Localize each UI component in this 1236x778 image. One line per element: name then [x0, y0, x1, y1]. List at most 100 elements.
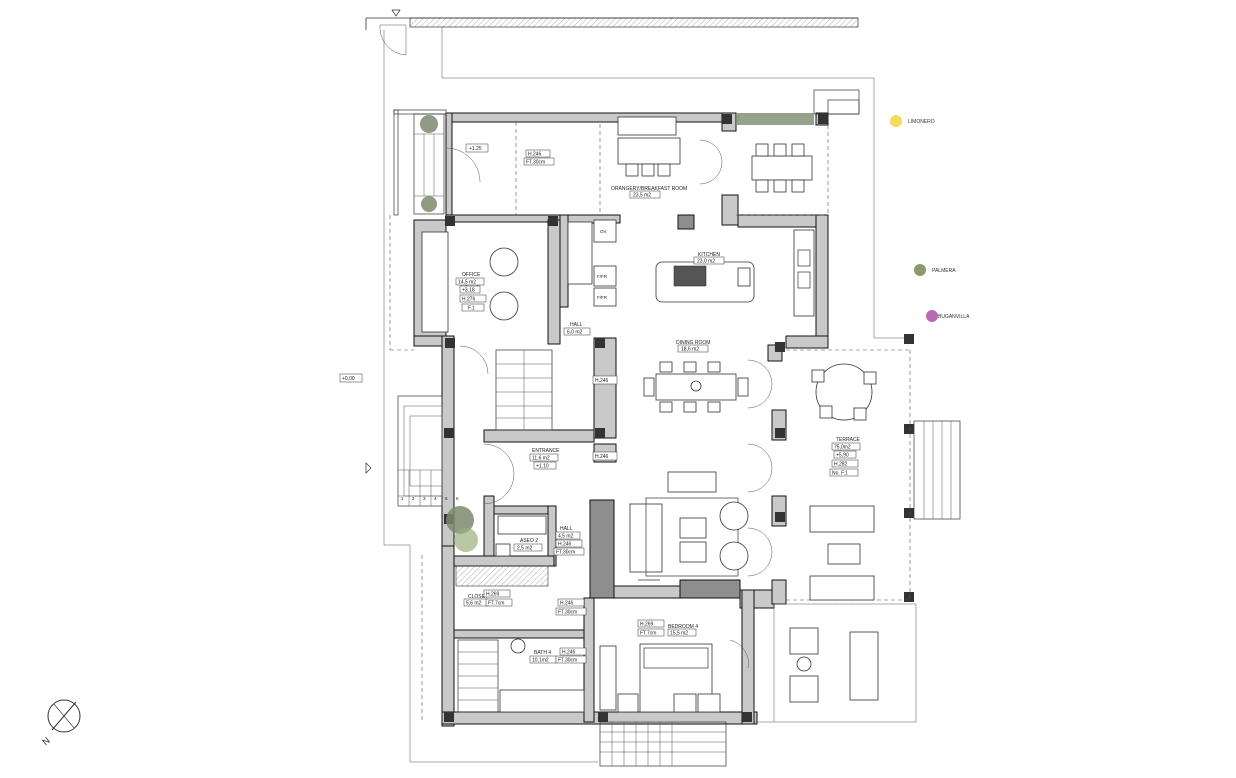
terrace-floor: No. F.1 [832, 471, 848, 477]
steps-west: 1 2 3 4 5 6 [397, 395, 459, 507]
palm-icon [914, 264, 926, 276]
orangery-height: H.246 [528, 152, 542, 158]
aseo-height: H.246 [558, 542, 572, 548]
steps-south [599, 721, 727, 767]
room-label-bath: BATH 4 10,1m2 H.246 FT.30cm [529, 647, 587, 664]
closet-name: CLOSET [468, 594, 488, 600]
bedroom-area: 15,5 m2 [670, 631, 688, 637]
entrance-area: 11,6 m2 [532, 456, 550, 462]
living-height: H.246 [595, 454, 609, 460]
hall-lower-name: HALL [560, 526, 573, 532]
oven-label: OV [600, 229, 607, 234]
bedroom-height: H.269 [640, 622, 654, 628]
exterior-walls [393, 109, 829, 727]
fridge-label-1: F/FR [597, 274, 608, 279]
office-floor: F.1 [468, 306, 475, 312]
bougainvillea-icon [926, 310, 938, 322]
door-swings [445, 139, 773, 669]
dining-name: DINING ROOM [676, 340, 710, 346]
office-level: +3.18 [462, 288, 475, 294]
north-label: N [40, 735, 51, 747]
closet-area: 5,6 m2 [466, 601, 482, 607]
orangery-floor: FT.30cm [526, 160, 545, 166]
room-label-bedroom: H.269 FT.7cm BEDROOM 4 15,5 m2 [637, 619, 698, 637]
room-label-hall-lower: HALL 4,5 m2 [555, 526, 581, 540]
site-outline [365, 9, 904, 763]
bath-height: H.246 [562, 650, 576, 656]
aseo-floor: FT.30cm [556, 550, 575, 556]
hall-upper-area: 6,0 m2 [567, 330, 583, 336]
palm-tree-icon [421, 196, 437, 212]
bedroom-floor: FT.7cm [640, 631, 656, 637]
step-number-3: 3 [423, 496, 426, 501]
office-name: OFFICE [462, 272, 481, 278]
site-level: +0,00 [342, 376, 355, 382]
closet-hall-floor: FT.30cm [558, 610, 577, 616]
room-label-terrace: TERRACE 75,0m2 +5,90 H.282 No. F.1 [829, 437, 861, 477]
dining-height: H.246 [595, 378, 609, 384]
room-label-dining: DINING ROOM 18,6 m2 H.246 [592, 340, 710, 385]
bedroom-name: BEDROOM 4 [668, 624, 698, 630]
step-number-2: 2 [412, 496, 415, 501]
aseo-name: ASEO 2 [520, 538, 538, 544]
hedge-north [736, 113, 814, 125]
hall-lower-area: 4,5 m2 [558, 534, 574, 540]
step-number-4: 4 [434, 496, 437, 501]
living-furniture [629, 471, 749, 581]
step-number-1: 1 [401, 496, 404, 501]
west-planters [413, 113, 445, 215]
steps-terrace-east [913, 420, 961, 520]
bougainvillea-icon [454, 528, 478, 552]
lemon-tree-icon [890, 115, 902, 127]
palm-tree-icon [420, 115, 438, 133]
bedroom-furniture [599, 643, 721, 713]
north-arrow: N [40, 699, 81, 747]
office-height: H.276 [462, 297, 476, 303]
fridge-label-2: F/FR [597, 295, 608, 300]
hall-upper-name: HALL [570, 322, 583, 328]
step-number-6: 6 [456, 496, 459, 501]
tree-cluster [446, 506, 478, 552]
interior-staircase [457, 349, 553, 713]
terrace-area: 75,0m2 [834, 445, 851, 451]
office-furniture [421, 231, 519, 333]
orangery-area: 23,5 m2 [633, 193, 651, 199]
room-label-hall-upper: HALL 6,0 m2 [563, 322, 591, 336]
closet-height: H.269 [486, 592, 500, 598]
plant-legend: LIMONERO PALMERA BUGANVILLA [890, 115, 970, 322]
room-label-entrance: ENTRANCE 11,6 m2 +1.10 [529, 448, 560, 470]
legend-label-0: LIMONERO [908, 119, 935, 125]
closet-floor: FT.7cm [488, 601, 504, 607]
bath-furniture [455, 515, 585, 713]
kitchen-furniture: OV F/FR F/FR [567, 219, 815, 317]
bath-name: BATH 4 [534, 650, 551, 656]
entrance-level: +1.10 [536, 464, 549, 470]
legend-label-2: BUGANVILLA [938, 314, 970, 320]
room-label-living: H.246 [592, 451, 618, 461]
entrance-name: ENTRANCE [532, 448, 560, 454]
terrace-height: H.282 [834, 462, 848, 468]
bath-floor: FT.30cm [558, 658, 577, 664]
legend-label-1: PALMERA [932, 268, 956, 274]
dining-area: 18,6 m2 [681, 347, 699, 353]
orangery-level: +1.25 [469, 146, 482, 152]
terrace-level: +5,90 [836, 453, 849, 459]
room-label-closet: CLOSET H.269 5,6 m2 FT.7cm [463, 589, 513, 607]
office-area: 14,5 m2 [458, 280, 476, 286]
terrace-outline [389, 89, 917, 723]
room-label-orangery: H.246 FT.30cm ORANGERY/BREAKFAST ROOM 23… [465, 143, 687, 199]
palm-tree-icon [446, 506, 474, 534]
kitchen-area: 23,0 m2 [697, 259, 715, 265]
terrace-name: TERRACE [836, 437, 861, 443]
room-label-closet-hall: H.246 FT.30cm [555, 598, 587, 616]
site-level-marker: +0,00 [339, 373, 363, 383]
room-label-office: OFFICE 14,5 m2 +3.18 H.276 F.1 [455, 272, 487, 312]
bath-area: 10,1m2 [532, 658, 549, 664]
aseo-area: 2,5 m2 [517, 546, 533, 552]
room-label-kitchen: KITCHEN 23,0 m2 [693, 252, 725, 265]
closet-hall-height: H.246 [560, 601, 574, 607]
terrace-furniture [789, 363, 879, 703]
orangery-name: ORANGERY/BREAKFAST ROOM [611, 186, 687, 192]
